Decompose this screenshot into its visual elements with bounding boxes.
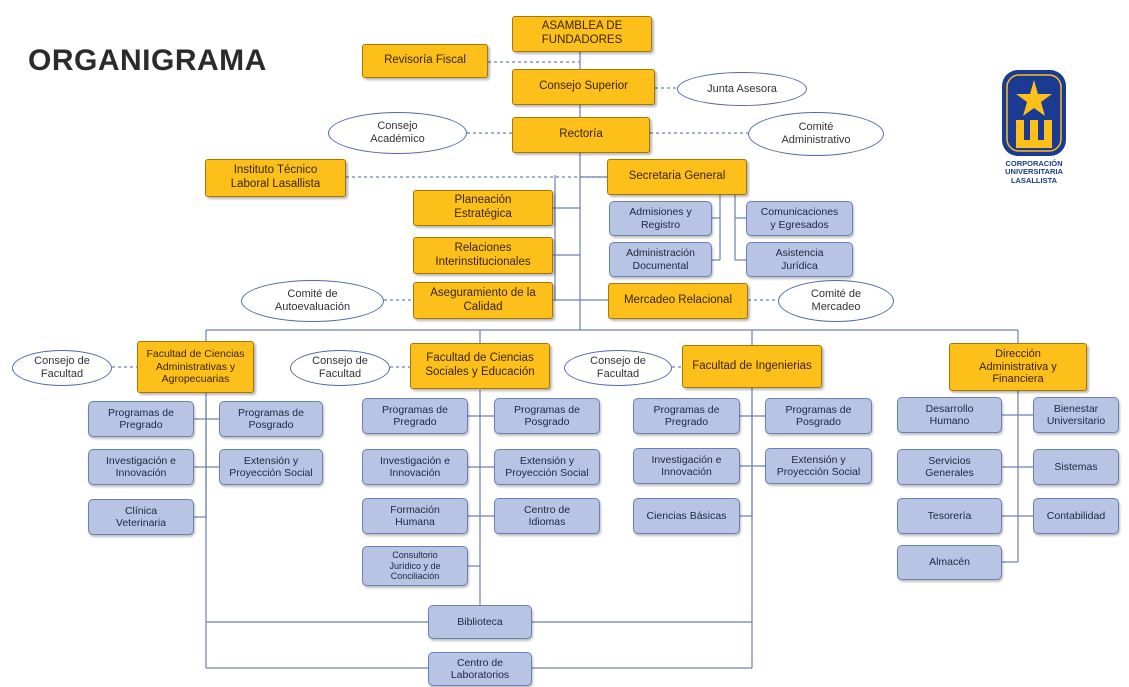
node-asistencia-juridica[interactable]: Asistencia Jurídica — [746, 242, 853, 277]
node-soc-centro-idiomas[interactable]: Centro de Idiomas — [494, 498, 600, 534]
node-rectoria[interactable]: Rectoría — [512, 117, 650, 153]
node-comunicaciones-egresados[interactable]: Comunicaciones y Egresados — [746, 201, 853, 236]
node-centro-laboratorios[interactable]: Centro de Laboratorios — [428, 652, 532, 686]
node-fin-desarrollo-humano[interactable]: Desarrollo Humano — [897, 397, 1002, 433]
node-facultad-sociales[interactable]: Facultad de Ciencias Sociales y Educació… — [410, 343, 550, 389]
node-agro-investigacion[interactable]: Investigación e Innovación — [88, 449, 194, 485]
logo-line: LASALLISTA — [1010, 175, 1058, 185]
node-ing-posgrado[interactable]: Programas de Posgrado — [765, 398, 872, 434]
node-agro-posgrado[interactable]: Programas de Posgrado — [219, 401, 323, 437]
node-facultad-agropecuarias[interactable]: Facultad de Ciencias Administrativas y A… — [137, 341, 254, 393]
node-biblioteca[interactable]: Biblioteca — [428, 605, 532, 639]
node-fin-servicios-generales[interactable]: Servicios Generales — [897, 449, 1002, 485]
logo-caption: CORPORACIÓN UNIVERSITARIA LASALLISTA — [996, 159, 1072, 185]
node-consejo-superior[interactable]: Consejo Superior — [512, 69, 655, 105]
node-soc-consultorio-juridico[interactable]: Consultorio Jurídico y de Conciliación — [362, 546, 468, 586]
node-planeacion-estrategica[interactable]: Planeación Estratégica — [413, 190, 553, 226]
node-revisoria-fiscal[interactable]: Revisoría Fiscal — [362, 44, 488, 78]
logo-line: UNIVERSITARIA — [1005, 167, 1063, 177]
logo-line: CORPORACIÓN — [1005, 159, 1063, 168]
node-soc-posgrado[interactable]: Programas de Posgrado — [494, 398, 600, 434]
node-asamblea-fundadores[interactable]: ASAMBLEA DE FUNDADORES — [512, 16, 652, 52]
node-consejo-facultad-agro[interactable]: Consejo de Facultad — [12, 350, 112, 386]
node-aseguramiento-calidad[interactable]: Aseguramiento de la Calidad — [413, 282, 553, 319]
node-ing-ciencias-basicas[interactable]: Ciencias Básicas — [633, 498, 740, 534]
node-fin-almacen[interactable]: Almacén — [897, 545, 1002, 580]
node-facultad-ingenierias[interactable]: Facultad de Ingenierias — [682, 345, 822, 388]
university-logo-icon — [1002, 70, 1066, 156]
node-fin-contabilidad[interactable]: Contabilidad — [1033, 498, 1119, 534]
node-administracion-documental[interactable]: Administración Documental — [609, 242, 712, 277]
node-soc-investigacion[interactable]: Investigación e Innovación — [362, 449, 468, 485]
node-agro-extension[interactable]: Extensión y Proyección Social — [219, 449, 323, 485]
node-consejo-facultad-ingenierias[interactable]: Consejo de Facultad — [564, 350, 672, 386]
node-secretaria-general[interactable]: Secretaria General — [607, 159, 747, 195]
node-junta-asesora[interactable]: Junta Asesora — [677, 72, 807, 106]
node-ing-pregrado[interactable]: Programas de Pregrado — [633, 398, 740, 434]
node-fin-sistemas[interactable]: Sistemas — [1033, 449, 1119, 485]
node-fin-bienestar[interactable]: Bienestar Universitario — [1033, 397, 1119, 433]
page-title: ORGANIGRAMA — [28, 44, 267, 77]
node-mercadeo-relacional[interactable]: Mercadeo Relacional — [608, 283, 748, 319]
node-ing-extension[interactable]: Extensión y Proyección Social — [765, 448, 872, 484]
node-admisiones-registro[interactable]: Admisiones y Registro — [609, 201, 712, 236]
node-agro-pregrado[interactable]: Programas de Pregrado — [88, 401, 194, 437]
node-soc-pregrado[interactable]: Programas de Pregrado — [362, 398, 468, 434]
node-direccion-administrativa[interactable]: Dirección Administrativa y Financiera — [949, 343, 1087, 391]
node-comite-mercadeo[interactable]: Comité de Mercadeo — [778, 280, 894, 322]
node-relaciones-interinstitucionales[interactable]: Relaciones Interinstitucionales — [413, 237, 553, 274]
node-soc-formacion-humana[interactable]: Formación Humana — [362, 498, 468, 534]
node-fin-tesoreria[interactable]: Tesorería — [897, 498, 1002, 534]
node-soc-extension[interactable]: Extensión y Proyección Social — [494, 449, 600, 485]
node-ing-investigacion[interactable]: Investigación e Innovación — [633, 448, 740, 484]
node-agro-clinica-veterinaria[interactable]: Clínica Veterinaria — [88, 499, 194, 535]
node-consejo-facultad-sociales[interactable]: Consejo de Facultad — [290, 350, 390, 386]
node-comite-autoevaluacion[interactable]: Comité de Autoevaluación — [241, 280, 384, 322]
node-comite-administrativo[interactable]: Comité Administrativo — [748, 112, 884, 156]
node-instituto-tecnico[interactable]: Instituto Técnico Laboral Lasallista — [205, 159, 346, 197]
node-consejo-academico[interactable]: Consejo Académico — [328, 112, 467, 154]
